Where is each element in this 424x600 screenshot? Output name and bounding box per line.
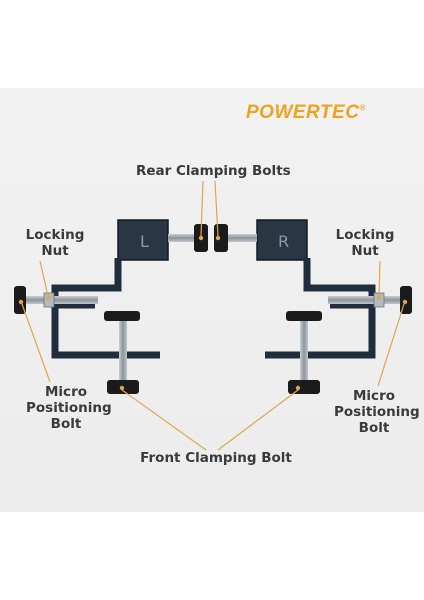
leader-front-left [121, 389, 207, 451]
left-rear-bracket [117, 219, 169, 261]
label-micro-positioning-bolt-right: Micro Positioning Bolt [334, 388, 420, 436]
right-rear-bolt-shaft [227, 234, 257, 242]
leader-dots [18, 235, 408, 391]
label-locking-nut-left: Locking Nut [25, 227, 85, 259]
leader-front-right [217, 389, 299, 451]
leader-micro-right [377, 303, 405, 387]
label-micro-positioning-bolt-left: Micro Positioning Bolt [26, 384, 112, 432]
leader-lines [21, 180, 405, 451]
right-bracket-letter: R [278, 232, 289, 251]
left-micro-bolt-shaft [26, 296, 98, 304]
right-front-bottom-knob [288, 380, 320, 394]
powertec-logo: POWERTEC® [246, 102, 366, 123]
right-front-top-pad [286, 311, 322, 321]
right-arm [303, 258, 376, 302]
right-front-bolt-shaft [300, 318, 308, 382]
label-locking-nut-right: Locking Nut [335, 227, 395, 259]
label-front-clamping-bolt: Front Clamping Bolt [140, 450, 292, 466]
leader-rear-right [214, 180, 219, 237]
left-locking-nut [43, 292, 55, 308]
leader-lock-right [378, 260, 381, 297]
right-u-frame [265, 301, 376, 359]
logo-text: POWERTEC [246, 102, 360, 123]
right-rear-bracket [256, 219, 308, 261]
leader-lock-left [39, 260, 49, 297]
left-front-top-pad [104, 311, 140, 321]
leader-rear-left [200, 180, 204, 237]
left-arm [51, 258, 122, 302]
left-rear-bolt-shaft [168, 234, 198, 242]
right-micro-bolt-shaft [328, 296, 400, 304]
leader-micro-left [21, 303, 51, 383]
left-front-bolt-shaft [119, 318, 127, 382]
label-rear-clamping-bolts: Rear Clamping Bolts [136, 163, 291, 179]
left-bracket-letter: L [140, 232, 149, 251]
left-u-frame [51, 301, 160, 359]
